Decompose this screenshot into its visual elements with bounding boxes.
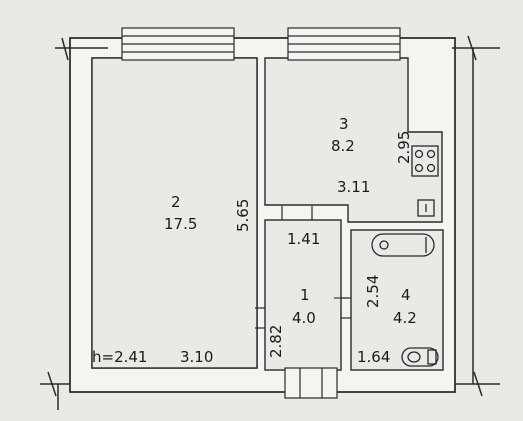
room-3-floor [264, 57, 443, 223]
toilet-icon [401, 347, 439, 367]
bathtub-icon [371, 233, 435, 257]
room-1-area: 4.0 [292, 309, 316, 327]
room-2-floor [91, 57, 258, 369]
room-2-area: 17.5 [164, 215, 198, 233]
room-4-number: 4 [401, 286, 411, 304]
hall-height-dimension: 2.82 [267, 324, 285, 358]
stove-icon [411, 145, 439, 177]
room-2-number: 2 [171, 193, 181, 211]
room-3-number: 3 [339, 115, 349, 133]
room-3-area: 8.2 [331, 137, 355, 155]
room-4-floor [350, 229, 444, 371]
bath-height-dimension: 2.54 [364, 274, 382, 308]
room3-width-dimension: 3.11 [337, 178, 371, 196]
kitchen-sink-icon [417, 199, 435, 217]
room-4-area: 4.2 [393, 309, 417, 327]
outer-outline [69, 37, 456, 393]
window-top-right [287, 27, 401, 61]
room2-width-dimension: 3.10 [180, 348, 214, 366]
entrance-door [284, 367, 338, 399]
room-1-number: 1 [300, 286, 310, 304]
bath-width-dimension: 1.64 [357, 348, 391, 366]
room3-side-dimension: 2.95 [395, 130, 413, 164]
axis-markers [40, 35, 500, 410]
ceiling-height-dimension: h=2.41 [92, 348, 148, 366]
window-top-left [121, 27, 235, 61]
hall-width-dimension: 1.41 [287, 230, 321, 248]
room2-height-dimension: 5.65 [234, 198, 252, 232]
